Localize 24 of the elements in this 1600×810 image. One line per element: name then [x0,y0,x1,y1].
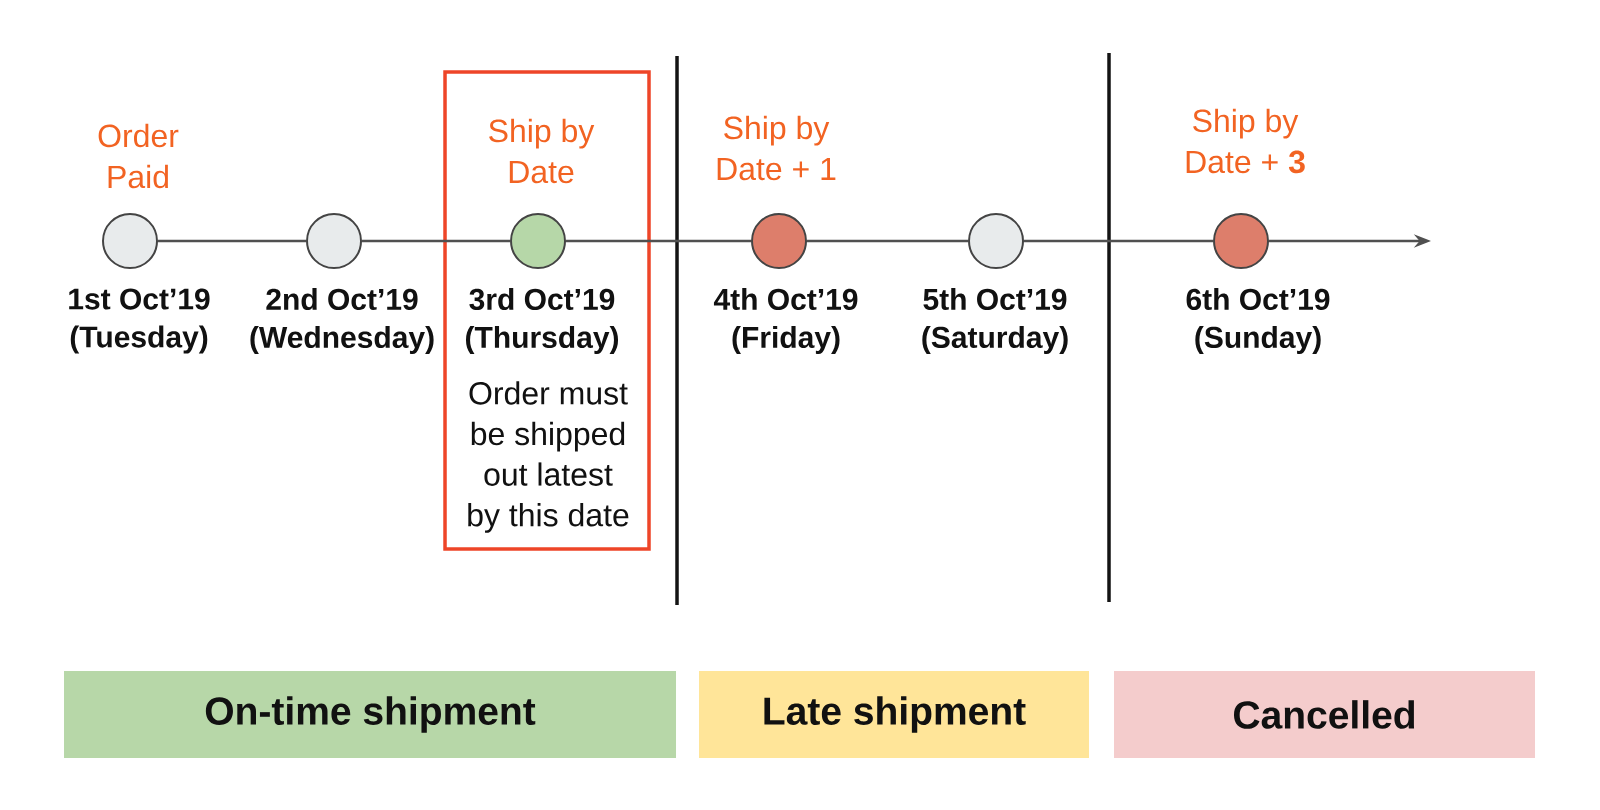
date-label: 3rd Oct’19 (Thursday) [466,288,619,354]
timeline-circle [751,213,807,269]
timeline-line [362,239,510,243]
event-label: Ship by Date + 1 [717,115,836,181]
timeline-circle [1213,213,1269,269]
timeline-circle [968,213,1024,269]
date-label: 6th Oct’19 (Sunday) [1186,288,1330,354]
date-label: 1st Oct’19 (Tuesday) [69,288,210,354]
timeline-line [158,239,306,243]
period-band: On-time shipment [64,671,676,758]
timeline-circle [102,213,158,269]
event-label: Ship by Date [489,118,595,184]
timeline-line [1024,239,1213,243]
date-label: 4th Oct’19 (Friday) [713,288,858,354]
timeline-line [566,239,751,243]
period-band: Late shipment [699,671,1089,758]
date-label: 5th Oct’19 (Saturday) [922,288,1068,354]
period-band: Cancelled [1114,671,1535,758]
timeline-line [807,239,968,243]
event-label: Order Paid [98,123,179,189]
date-label: 2nd Oct’19 (Wednesday) [250,288,434,354]
timeline-circle [510,213,566,269]
timeline-circle [306,213,362,269]
event-label: Ship by Date + 3 [1186,108,1305,174]
